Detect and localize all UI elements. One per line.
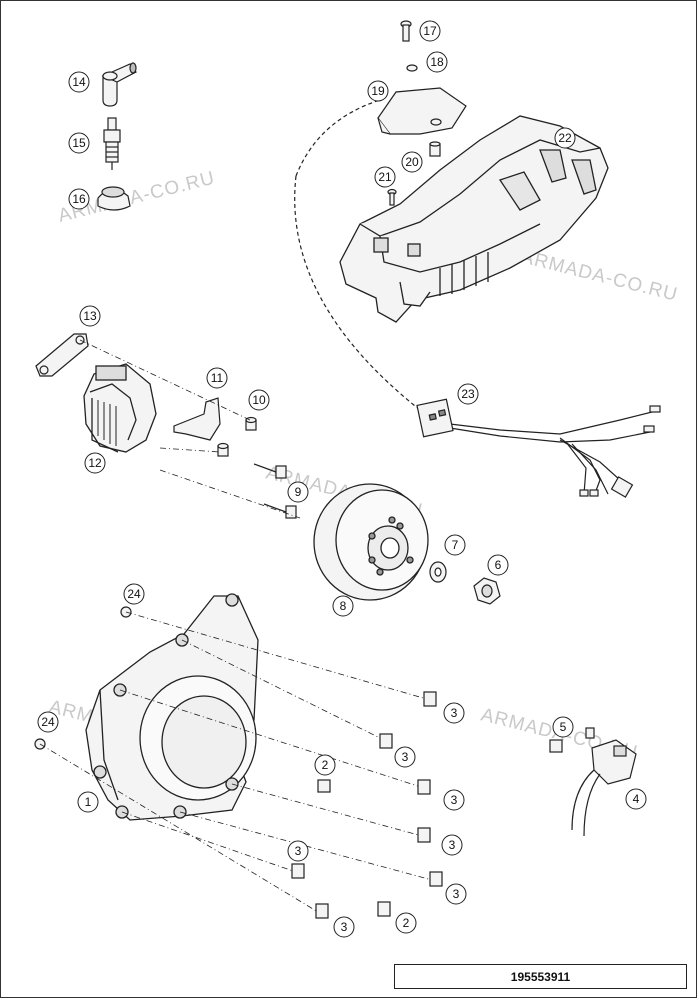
callout-label: 3 [453,887,460,901]
callout-11: 11 [206,367,228,389]
callout-18: 18 [426,51,448,73]
callout-label: 20 [405,155,419,169]
callout-16: 16 [68,188,90,210]
callout-13: 13 [79,305,101,327]
callout-label: 4 [633,792,640,806]
ignition-cover [85,593,259,821]
flywheel [313,483,429,601]
mounting-bracket [377,87,467,135]
cover-screws [291,691,443,919]
callout-label: 11 [211,371,224,385]
screw [400,20,412,42]
callout-5: 5 [552,716,574,738]
callout-label: 1 [85,795,92,809]
callout-label: 5 [560,720,567,734]
screw [245,416,257,431]
callout-label: 21 [378,170,392,184]
spark-plug [103,117,121,170]
callout-24: 24 [37,711,59,733]
callout-label: 3 [295,844,302,858]
callout-label: 9 [295,485,302,499]
callout-label: 22 [558,131,572,145]
pickup-sensor [571,739,637,837]
callout-23: 23 [457,383,479,405]
callout-12: 12 [84,452,106,474]
wiring-harness [294,99,661,498]
callout-label: 3 [451,706,458,720]
screw [263,503,297,519]
callout-2: 2 [314,754,336,776]
callout-8: 8 [332,595,354,617]
washer [406,64,418,72]
callout-label: 3 [402,750,409,764]
callout-label: 6 [495,558,502,572]
callout-label: 3 [451,793,458,807]
callout-3: 3 [443,789,465,811]
callout-15: 15 [68,132,90,154]
callout-1: 1 [77,791,99,813]
callout-3: 3 [445,883,467,905]
screw [387,188,397,206]
callout-label: 19 [371,84,385,98]
watermark: ARMADA-CO.RU [519,246,680,305]
stator [83,363,157,453]
callouts: 1 2 2 3 3 3 3 3 3 3 4 5 6 7 8 9 10 11 12… [37,20,647,938]
washer [429,561,447,583]
callout-label: 2 [322,758,329,772]
bushing [429,141,441,157]
callout-3: 3 [443,702,465,724]
grommet [97,186,131,211]
spark-plug-cap [101,62,137,107]
callout-label: 18 [430,55,444,69]
callout-label: 3 [449,838,456,852]
callout-label: 24 [127,587,141,601]
screw [253,463,287,479]
callout-label: 23 [461,387,475,401]
callout-label: 24 [41,715,55,729]
callout-21: 21 [374,166,396,188]
callout-4: 4 [625,788,647,810]
callout-3: 3 [441,834,463,856]
callout-9: 9 [287,481,309,503]
stator-bracket [35,333,89,377]
cable-clamp [173,397,221,441]
callout-17: 17 [419,20,441,42]
screw [217,442,229,457]
callout-label: 15 [72,136,86,150]
callout-2: 2 [395,912,417,934]
callout-label: 16 [72,192,86,206]
callout-label: 12 [88,456,102,470]
callout-label: 7 [452,538,459,552]
callout-3: 3 [287,840,309,862]
callout-label: 8 [340,599,347,613]
callout-label: 3 [341,920,348,934]
callout-3: 3 [333,916,355,938]
callout-20: 20 [401,151,423,173]
callout-label: 17 [423,24,437,38]
control-unit-housing [339,115,609,323]
callout-14: 14 [68,71,90,93]
callout-label: 2 [403,916,410,930]
callout-label: 13 [83,309,97,323]
callout-10: 10 [248,389,270,411]
callout-24: 24 [123,583,145,605]
callout-6: 6 [487,554,509,576]
callout-7: 7 [444,534,466,556]
callout-label: 14 [72,75,86,89]
callout-3: 3 [394,746,416,768]
callout-label: 10 [252,393,266,407]
part-number: 195553911 [510,969,571,984]
part-number-box: 195553911 [394,964,687,989]
flywheel-nut [473,577,501,605]
screw [549,727,595,753]
callout-19: 19 [367,80,389,102]
callout-22: 22 [554,127,576,149]
